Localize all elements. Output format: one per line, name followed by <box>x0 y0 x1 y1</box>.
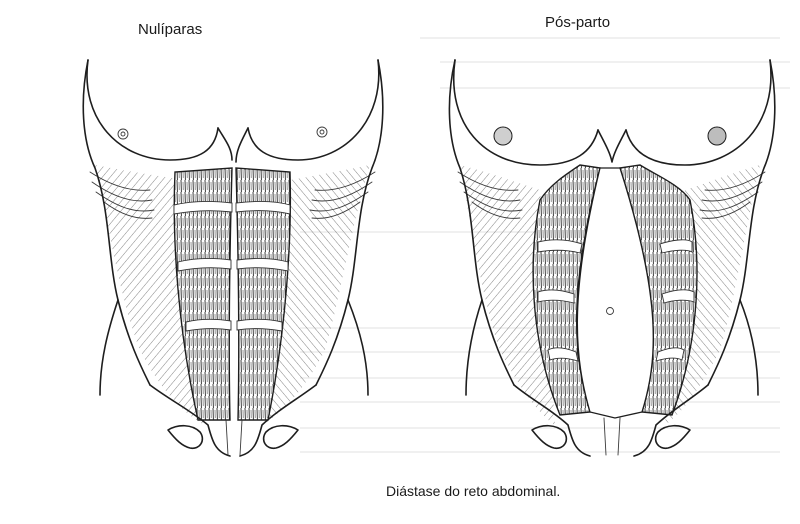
left-breast-2 <box>248 60 379 160</box>
right-nipple-2 <box>708 127 726 145</box>
figure-caption: Diástase do reto abdominal. <box>386 483 560 499</box>
right-breast-2 <box>626 60 771 165</box>
postpartum-torso <box>449 60 774 456</box>
right-breast-1 <box>454 60 598 165</box>
left-nipple-1 <box>118 129 128 139</box>
right-nipple-1 <box>494 127 512 145</box>
postpartum-label: Pós-parto <box>545 14 610 31</box>
left-nipple-2 <box>317 127 327 137</box>
nulliparous-label: Nulíparas <box>138 21 202 38</box>
nulliparous-torso <box>83 60 383 456</box>
left-breast-1 <box>87 60 218 160</box>
